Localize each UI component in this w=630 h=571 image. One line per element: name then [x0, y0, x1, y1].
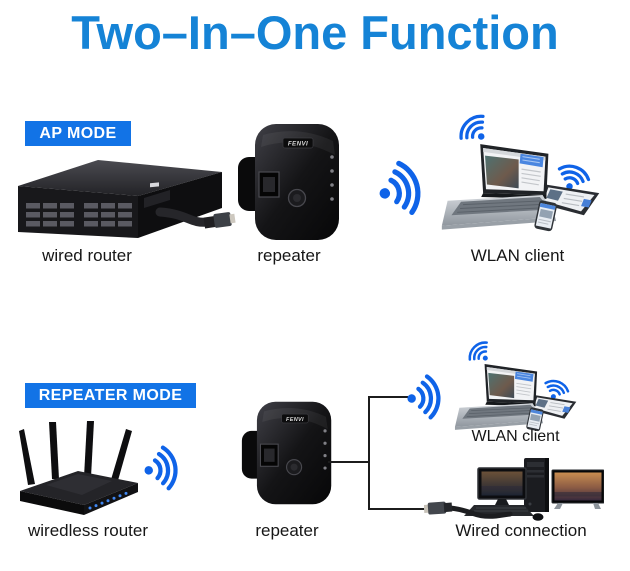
tv: [551, 469, 604, 509]
mouse: [532, 513, 544, 521]
connector-line-bottom-branch: [370, 508, 427, 510]
rj45-connector: [424, 501, 453, 515]
wifi-signal-icon-ap: [379, 160, 421, 216]
wifi-signal-icon: [557, 164, 591, 190]
page-title: Two–In–One Function: [71, 6, 559, 59]
ethernet-cable: [447, 505, 513, 519]
wlan-client-illustration-ap: [441, 114, 600, 232]
repeater-label-rm: repeater: [255, 521, 319, 540]
led-indicators: [88, 491, 128, 510]
wlan-client-label-ap: WLAN client: [470, 246, 565, 265]
wired-connection-label: Wired connection: [455, 521, 587, 540]
connector-line-repeater: [328, 461, 370, 463]
wireless-router-label: wiredless router: [28, 521, 148, 540]
repeater-label-ap: repeater: [257, 246, 321, 265]
wifi-signal-icon: [459, 114, 485, 140]
wlan-client-label-rm: WLAN client: [471, 428, 560, 445]
laptop: [441, 144, 557, 230]
wifi-signal-icon: [379, 160, 421, 216]
wifi-repeater-device: FENVI: [238, 124, 339, 240]
monitor: [477, 467, 527, 505]
tablet: [539, 184, 600, 216]
repeater-mode-badge: REPEATER MODE: [25, 383, 196, 408]
ap-mode-badge: AP MODE: [25, 121, 131, 146]
brand-label: [282, 137, 314, 149]
connector-line-vertical: [368, 396, 370, 510]
repeater-illustration-rm: [241, 401, 332, 505]
pc-tower: [524, 458, 549, 512]
smartphone: [534, 200, 557, 232]
repeater-illustration-ap: FENVI: [238, 124, 339, 240]
led-indicators: [330, 155, 334, 201]
wifi-signal-icon-router: [139, 440, 193, 496]
wlan-client-illustration-rm: [453, 337, 578, 433]
wlan-client-devices: [441, 114, 600, 232]
ethernet-cable: [155, 207, 213, 227]
wired-router-label: wired router: [42, 246, 132, 265]
brand-text: FENVI: [288, 141, 308, 148]
wired-connection-illustration: [424, 458, 604, 521]
router-antennas: [19, 421, 132, 485]
wired-router-illustration: [18, 160, 236, 238]
wireless-router-illustration: [19, 421, 138, 515]
connector-line-top-branch: [370, 396, 408, 398]
router-vents: [26, 203, 132, 227]
wifi-signal-icon-branch: [403, 369, 454, 425]
rj45-connector: [203, 212, 236, 229]
